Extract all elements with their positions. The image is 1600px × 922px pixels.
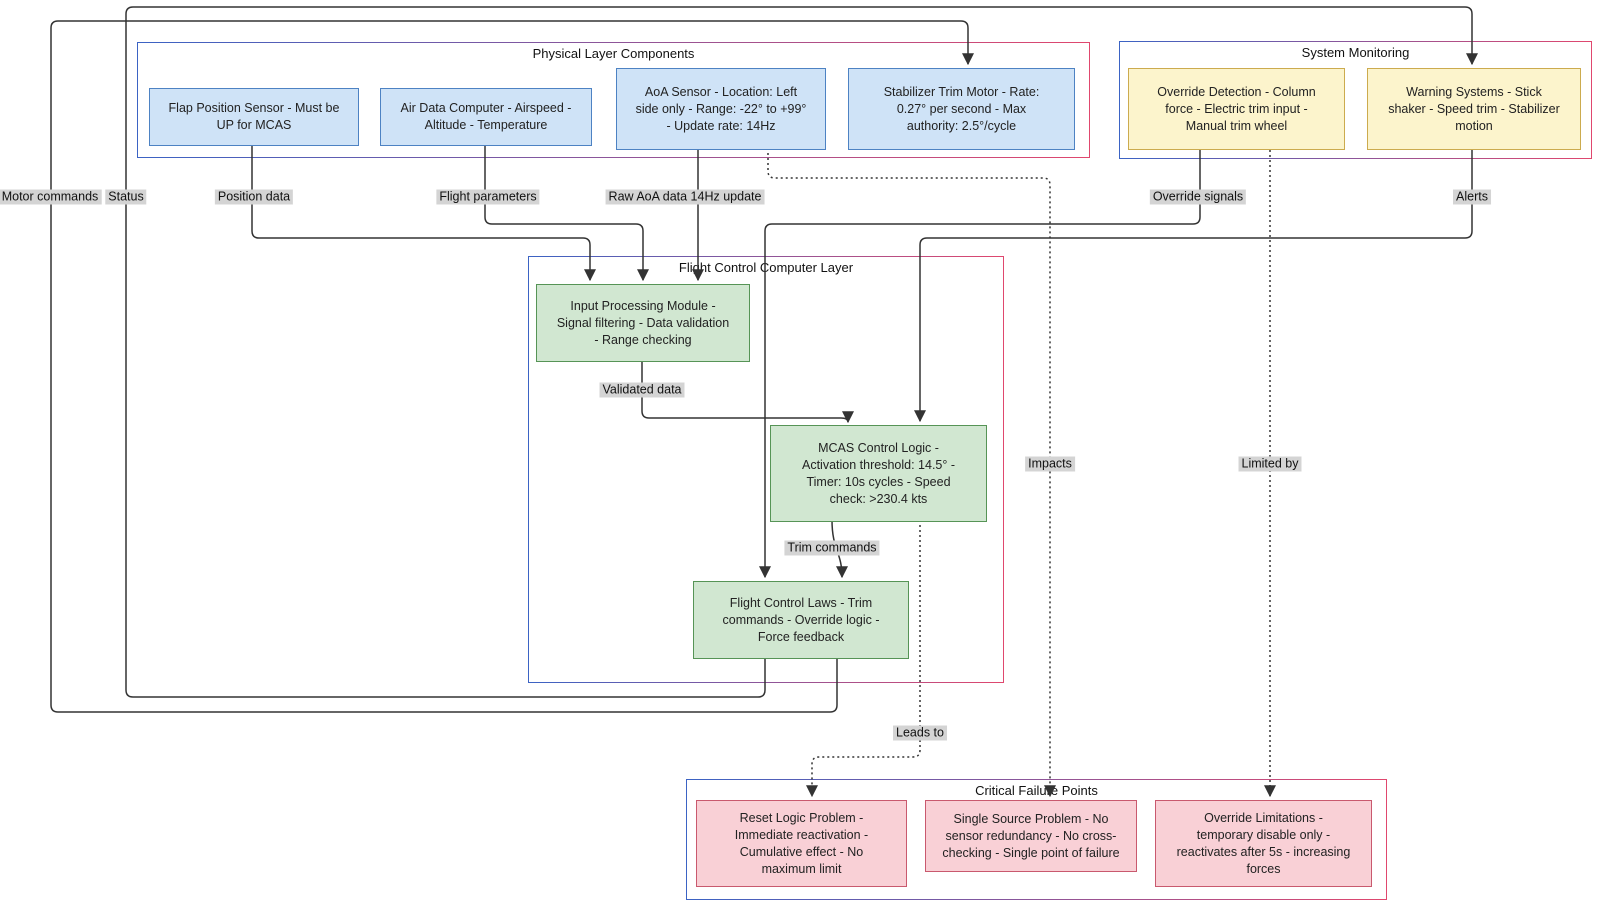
- edge-label-impacts: Impacts: [1025, 456, 1075, 472]
- edge-label-limited-by: Limited by: [1238, 456, 1302, 472]
- node-single-source-problem: Single Source Problem - No sensor redund…: [925, 800, 1137, 872]
- edge-label-position-data: Position data: [214, 189, 294, 205]
- edge-label-override-signals: Override signals: [1149, 189, 1247, 205]
- edge-label-trim-commands: Trim commands: [784, 540, 880, 556]
- node-mcas-control-logic: MCAS Control Logic - Activation threshol…: [770, 425, 987, 522]
- node-flap-position-sensor: Flap Position Sensor - Must be UP for MC…: [149, 88, 359, 146]
- node-override-detection: Override Detection - Column force - Elec…: [1128, 68, 1345, 150]
- node-aoa-sensor: AoA Sensor - Location: Left side only - …: [616, 68, 826, 150]
- edge-validated-data: [641, 360, 854, 424]
- node-reset-logic-problem: Reset Logic Problem - Immediate reactiva…: [696, 800, 907, 887]
- edge-flight-parameters: [484, 144, 649, 282]
- edge-label-flight-parameters: Flight parameters: [436, 189, 540, 205]
- edge-motor-commands: [50, 20, 974, 713]
- edge-alerts: [914, 146, 1473, 423]
- container-title: Physical Layer Components: [532, 46, 695, 61]
- edge-label-alerts: Alerts: [1453, 189, 1491, 205]
- node-flight-control-laws: Flight Control Laws - Trim commands - Ov…: [693, 581, 909, 659]
- edge-position-data: [251, 144, 596, 282]
- node-air-data-computer: Air Data Computer - Airspeed - Altitude …: [380, 88, 592, 146]
- edge-status: [125, 6, 1478, 698]
- edge-label-leads-to: Leads to: [893, 725, 947, 741]
- edge-override-signals: [759, 150, 1201, 579]
- container-title: System Monitoring: [1301, 45, 1410, 60]
- container-title: Flight Control Computer Layer: [678, 260, 854, 275]
- node-warning-systems: Warning Systems - Stick shaker - Speed t…: [1367, 68, 1581, 150]
- edge-impacts: [767, 148, 1056, 798]
- edge-label-raw-aoa-data: Raw AoA data 14Hz update: [605, 189, 765, 205]
- node-override-limitations: Override Limitations - temporary disable…: [1155, 800, 1372, 887]
- edge-label-validated-data: Validated data: [599, 382, 685, 398]
- edge-label-status: Status: [105, 189, 147, 205]
- container-title: Critical Failure Points: [975, 783, 1098, 798]
- node-stabilizer-trim-motor: Stabilizer Trim Motor - Rate: 0.27° per …: [848, 68, 1075, 150]
- node-input-processing-module: Input Processing Module - Signal filteri…: [536, 284, 750, 362]
- edge-label-motor-commands: Motor commands: [0, 189, 102, 205]
